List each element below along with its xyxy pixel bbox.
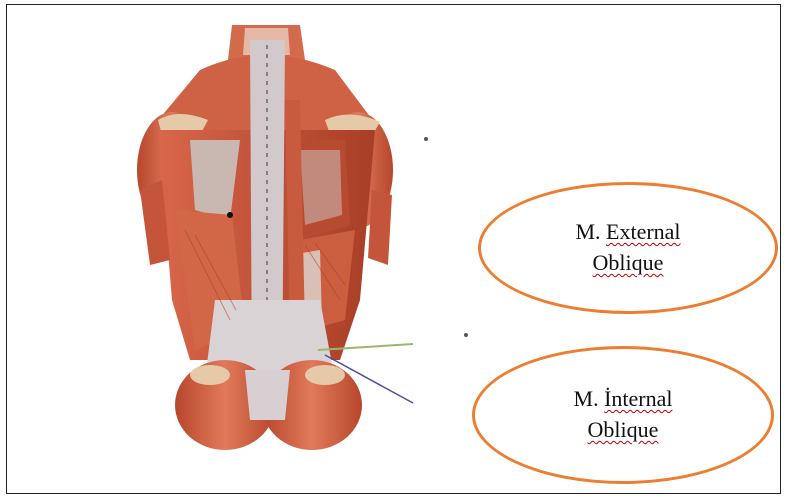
label-line-2: Oblique — [588, 415, 659, 446]
label-word: External — [606, 219, 681, 244]
label-prefix: M. — [574, 386, 599, 411]
label-internal-oblique: M. İnternal Oblique — [472, 346, 774, 484]
label-external-oblique: M. External Oblique — [478, 182, 778, 314]
bullet-dot — [464, 333, 468, 337]
label-word: İnternal — [604, 386, 672, 411]
label-line-1: M. İnternal — [574, 384, 673, 415]
label-word: Oblique — [593, 250, 664, 275]
label-line-1: M. External — [575, 217, 680, 248]
pointer-line-blue — [325, 355, 413, 403]
bullet-dot — [424, 137, 428, 141]
label-word: Oblique — [588, 417, 659, 442]
label-line-2: Oblique — [593, 248, 664, 279]
pointer-line-green — [318, 344, 413, 350]
label-prefix: M. — [575, 219, 600, 244]
